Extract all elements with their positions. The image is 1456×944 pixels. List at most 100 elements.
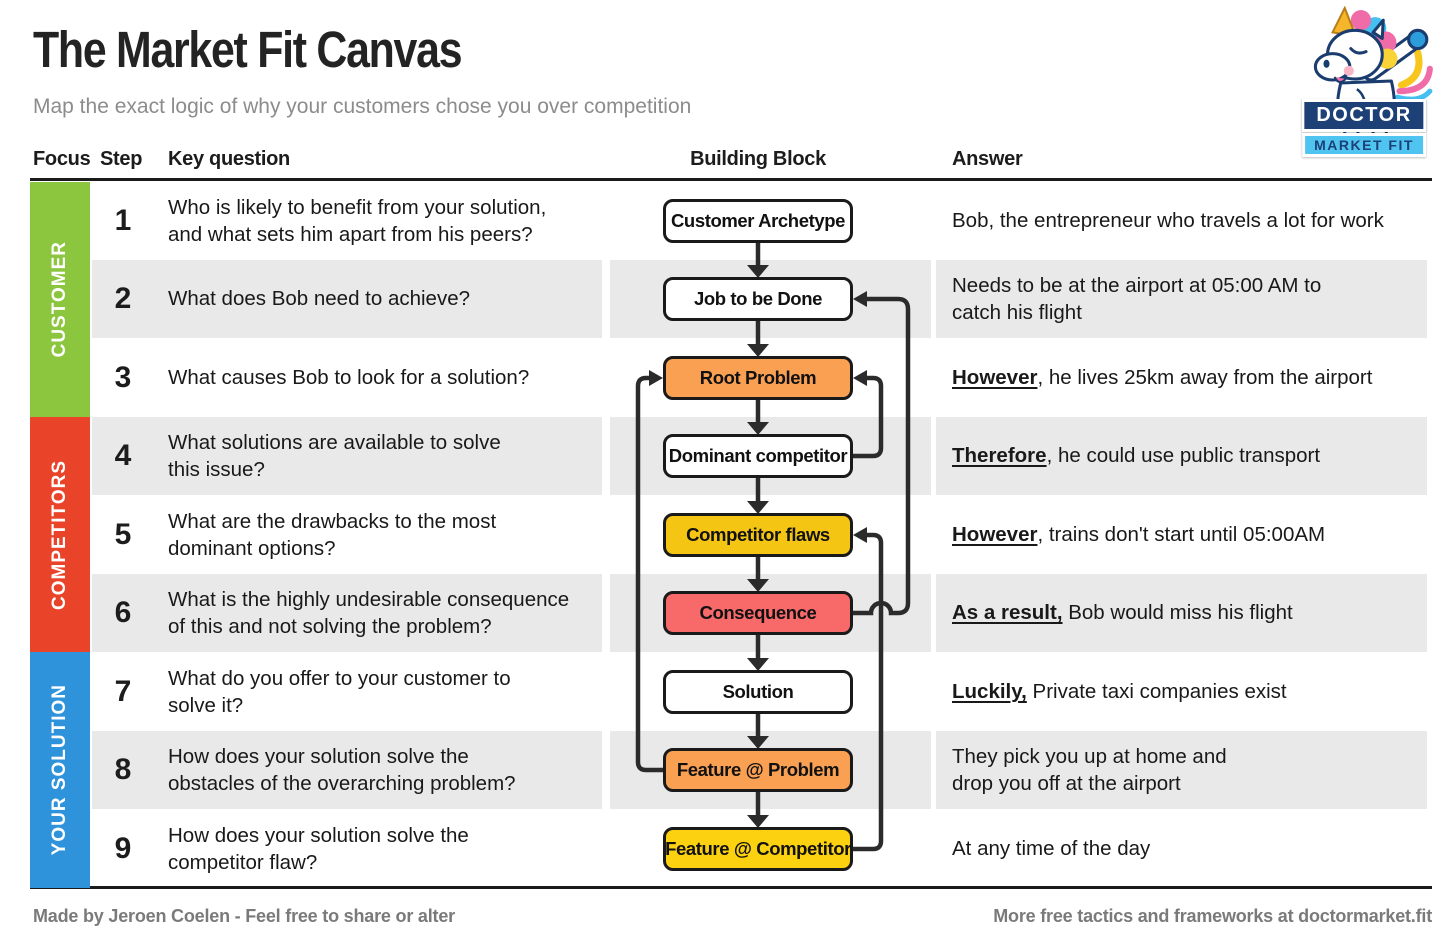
answer: Luckily, Private taxi companies exist <box>952 653 1442 731</box>
step-number: 8 <box>114 753 132 786</box>
focus-group-your-solution: YOUR SOLUTION <box>30 652 90 888</box>
page-title: The Market Fit Canvas <box>33 21 463 78</box>
row-stripe <box>92 731 602 809</box>
focus-label: CUSTOMER <box>49 241 70 358</box>
answer: Bob, the entrepreneur who travels a lot … <box>952 182 1442 260</box>
step-number: 5 <box>114 518 132 551</box>
focus-group-customer: CUSTOMER <box>30 182 90 417</box>
canvas-row-3: 3 What causes Bob to look for a solution… <box>0 339 1456 417</box>
row-stripe <box>92 417 602 495</box>
key-question-text: What causes Bob to look for a solution? <box>168 366 530 390</box>
key-question-text: What are the drawbacks to the most domin… <box>168 509 497 561</box>
building-block-label: Customer Archetype <box>670 210 846 231</box>
answer-text: Bob, the entrepreneur who travels a lot … <box>952 207 1384 235</box>
row-stripe <box>92 574 602 652</box>
col-header-answer: Answer <box>952 148 1023 170</box>
answer-rest: Bob, the entrepreneur who travels a lot … <box>952 209 1384 233</box>
key-question-text: What do you offer to your customer to so… <box>168 666 511 718</box>
col-header-key-question: Key question <box>168 148 290 170</box>
answer-lead: As a result, <box>952 601 1063 625</box>
answer-text: As a result, Bob would miss his flight <box>952 599 1293 627</box>
answer-text: At any time of the day <box>952 835 1150 863</box>
answer-text: However, trains don't start until 05:00A… <box>952 521 1325 549</box>
answer-rest: Private taxi companies exist <box>1026 680 1287 704</box>
building-block-job-to-be-done: Job to be Done <box>663 277 853 321</box>
header-rule <box>30 178 1432 181</box>
answer: As a result, Bob would miss his flight <box>952 574 1442 652</box>
col-header-building-block: Building Block <box>690 148 826 170</box>
building-block-competitor-flaws: Competitor flaws <box>663 513 853 557</box>
key-question-text: What solutions are available to solve th… <box>168 430 501 482</box>
key-question: What is the highly undesirable consequen… <box>168 574 618 652</box>
step-number: 7 <box>114 675 132 708</box>
answer: However, trains don't start until 05:00A… <box>952 496 1442 574</box>
focus-group-competitors: COMPETITORS <box>30 417 90 652</box>
canvas-row-2: 2 What does Bob need to achieve? Job to … <box>0 260 1456 338</box>
answer: Needs to be at the airport at 05:00 AM t… <box>952 260 1442 338</box>
answer-text: Therefore, he could use public transport <box>952 442 1320 470</box>
building-block-customer-archetype: Customer Archetype <box>663 199 853 243</box>
step-number: 1 <box>114 204 132 237</box>
building-block-consequence: Consequence <box>663 591 853 635</box>
step-number: 6 <box>114 596 132 629</box>
footer-credit: Made by Jeroen Coelen - Feel free to sha… <box>33 906 455 926</box>
answer-rest: They pick you up at home and drop you of… <box>952 744 1227 796</box>
key-question: What solutions are available to solve th… <box>168 417 618 495</box>
col-header-focus: Focus <box>33 148 91 170</box>
canvas-row-6: 6 What is the highly undesirable consequ… <box>0 574 1456 652</box>
focus-label: COMPETITORS <box>49 459 70 610</box>
key-question: What are the drawbacks to the most domin… <box>168 496 618 574</box>
answer-lead: However <box>952 366 1038 390</box>
key-question-text: How does your solution solve the obstacl… <box>168 744 516 796</box>
building-block-feature-at-problem: Feature @ Problem <box>663 748 853 792</box>
key-question: How does your solution solve the obstacl… <box>168 731 618 809</box>
footer-rule <box>30 886 1432 889</box>
answer: However, he lives 25km away from the air… <box>952 339 1442 417</box>
building-block-root-problem: Root Problem <box>663 356 853 400</box>
row-stripe <box>92 260 602 338</box>
page-subtitle: Map the exact logic of why your customer… <box>33 95 692 118</box>
key-question-text: What does Bob need to achieve? <box>168 287 471 311</box>
building-block-label: Consequence <box>699 602 817 623</box>
building-block-label: Feature @ Problem <box>676 759 840 780</box>
building-block-solution: Solution <box>663 670 853 714</box>
col-header-step: Step <box>100 148 143 170</box>
step-number: 9 <box>114 832 132 865</box>
building-block-label: Job to be Done <box>693 288 822 309</box>
doctor-market-fit-logo: DOCTOR MARKET FIT <box>1288 6 1440 158</box>
answer-rest: , he could use public transport <box>1046 444 1321 468</box>
answer: At any time of the day <box>952 810 1442 888</box>
building-block-dominant-competitor: Dominant competitor <box>663 434 853 478</box>
row-stripe <box>936 260 1427 338</box>
building-block-label: Dominant competitor <box>668 445 848 466</box>
answer-rest: , he lives 25km away from the airport <box>1037 366 1373 390</box>
key-question: What do you offer to your customer to so… <box>168 653 618 731</box>
key-question-text: How does your solution solve the competi… <box>168 823 469 875</box>
step-number: 2 <box>114 282 132 315</box>
answer-lead: However <box>952 523 1038 547</box>
canvas-row-1: 1 Who is likely to benefit from your sol… <box>0 182 1456 260</box>
answer-lead: Therefore <box>952 444 1047 468</box>
key-question-text: Who is likely to benefit from your solut… <box>168 195 547 247</box>
answer-rest: Needs to be at the airport at 05:00 AM t… <box>952 273 1322 325</box>
answer-lead: Luckily, <box>952 680 1027 704</box>
focus-label: YOUR SOLUTION <box>49 684 70 856</box>
answer-text: Luckily, Private taxi companies exist <box>952 678 1287 706</box>
key-question: Who is likely to benefit from your solut… <box>168 182 618 260</box>
row-stripe <box>936 731 1427 809</box>
logo-banner-market-fit: MARKET FIT <box>1302 133 1426 157</box>
footer-website: More free tactics and frameworks at doct… <box>993 906 1432 926</box>
answer-text: However, he lives 25km away from the air… <box>952 364 1372 392</box>
step-number: 3 <box>114 361 132 394</box>
building-block-label: Solution <box>722 681 794 702</box>
key-question-text: What is the highly undesirable consequen… <box>168 587 570 639</box>
answer: Therefore, he could use public transport <box>952 417 1442 495</box>
key-question: What causes Bob to look for a solution? <box>168 339 618 417</box>
answer-rest: At any time of the day <box>952 837 1151 861</box>
row-stripe <box>936 417 1427 495</box>
key-question: How does your solution solve the competi… <box>168 810 618 888</box>
canvas-row-5: 5 What are the drawbacks to the most dom… <box>0 496 1456 574</box>
building-block-label: Competitor flaws <box>686 524 830 545</box>
canvas-row-7: 7 What do you offer to your customer to … <box>0 653 1456 731</box>
